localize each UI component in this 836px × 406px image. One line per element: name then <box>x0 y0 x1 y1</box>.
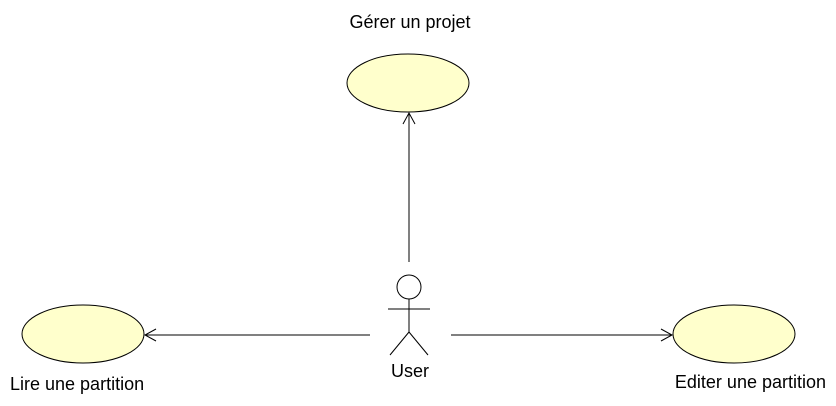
usecase-gerer-un-projet[interactable]: Gérer un projet <box>346 12 471 113</box>
usecase-label-editer: Editer une partition <box>675 372 826 392</box>
arrow-head-lire <box>143 328 157 342</box>
association-actor-gerer <box>402 111 416 262</box>
arrow-head-editer <box>660 328 674 342</box>
actor-label: User <box>391 361 429 381</box>
actor-head <box>396 274 422 300</box>
association-actor-editer <box>451 328 674 342</box>
actor-right-leg <box>408 331 429 356</box>
arrow-head-gerer <box>402 111 416 125</box>
actor-user[interactable]: User <box>388 274 430 381</box>
usecase-label-gerer: Gérer un projet <box>349 12 470 32</box>
usecase-lire-une-partition[interactable]: Lire une partition <box>10 304 145 394</box>
usecase-ellipse-gerer[interactable] <box>346 53 470 113</box>
usecase-editer-une-partition[interactable]: Editer une partition <box>672 304 826 392</box>
actor-left-leg <box>389 331 410 356</box>
usecase-ellipse-editer[interactable] <box>672 304 796 364</box>
usecase-ellipse-lire[interactable] <box>21 304 145 364</box>
usecase-label-lire: Lire une partition <box>10 374 144 394</box>
association-actor-lire <box>143 328 370 342</box>
